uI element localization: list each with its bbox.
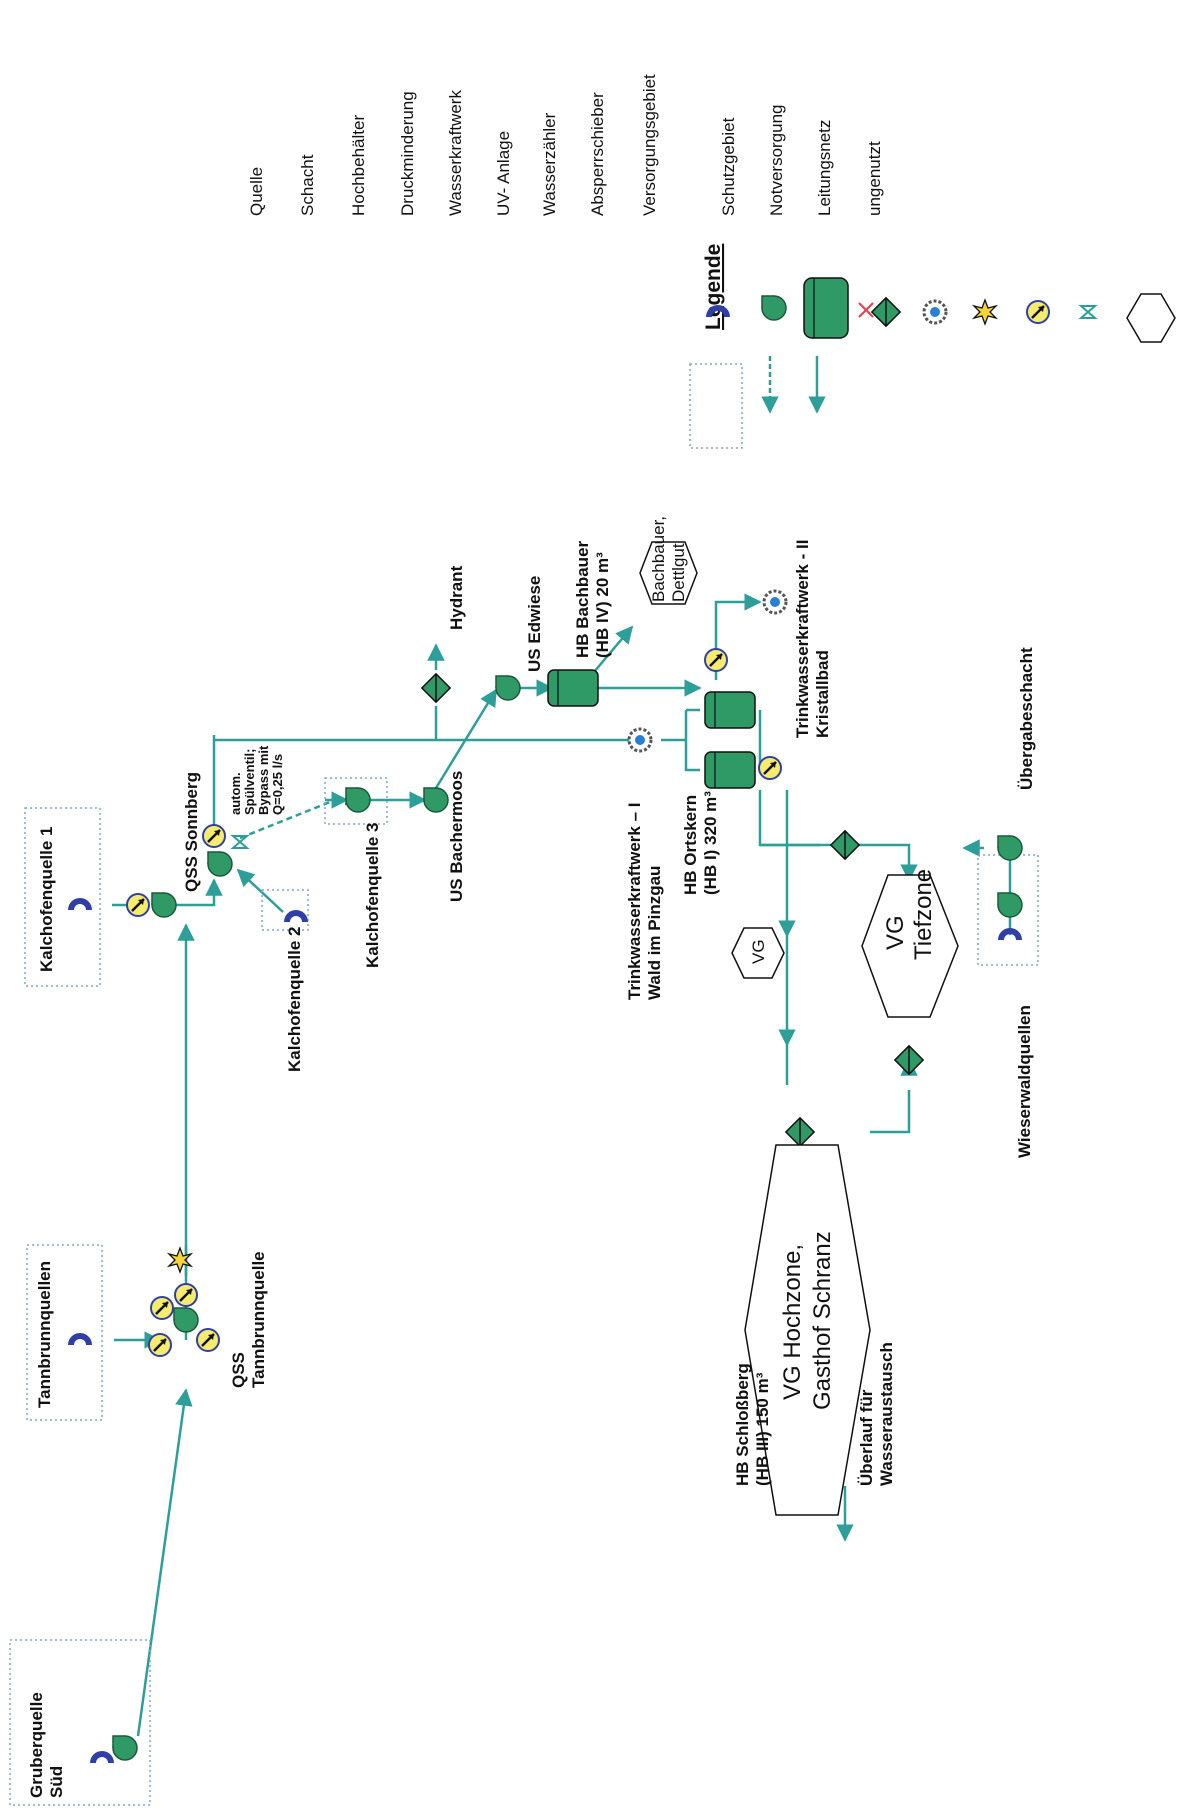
protection-zones	[9, 777, 1039, 1806]
zone-gruberquelle	[9, 1639, 151, 1806]
shutoff-valve-icon	[230, 835, 250, 849]
supply-area-bachbauer	[639, 541, 698, 605]
shaft-icon	[761, 295, 787, 321]
label-vg-hochzone: VG Hochzone,Gasthof Schranz	[779, 1231, 836, 1410]
label-tannbrunnquellen: Tannbrunnquellen	[35, 1261, 54, 1408]
label-spuelventil: autom.Spülventil;Bypass mitQ=0,25 l/s	[228, 745, 285, 815]
water-meter-icon	[703, 647, 729, 673]
pressure-reducer-icon	[830, 830, 860, 860]
source-icon	[90, 1751, 114, 1763]
hydro-plant-icon	[922, 299, 948, 325]
symbols	[68, 589, 1023, 1763]
legend: Legende Quelle Schacht Hochbehälter Druc…	[247, 74, 1176, 449]
shaft-icon	[997, 892, 1023, 918]
supply-area-vg-small	[731, 927, 785, 979]
shaft-icon	[173, 1307, 199, 1333]
legend-label: Druckminderung	[398, 91, 417, 216]
water-meter-icon	[757, 755, 783, 781]
pressure-reducer-icon	[421, 673, 451, 703]
label-kalchofenquelle-1: Kalchofenquelle 1	[37, 827, 56, 972]
label-ueberlauf: Überlauf fürWasseraustausch	[857, 1342, 896, 1486]
label-qss-sonnberg: QSS Sonnberg	[182, 772, 201, 892]
label-qss-tannbrunnquelle: QSSTannbrunnquelle	[229, 1251, 268, 1388]
label-vg-bachbauer: Bachbauer,Dettlgut	[649, 516, 688, 602]
supply-areas	[639, 541, 959, 1516]
water-meter-icon	[201, 823, 227, 849]
legend-label: Absperrschieber	[588, 92, 607, 216]
source-icon	[68, 898, 92, 910]
pressure-reducer-icon	[894, 1045, 924, 1075]
label-kraftwerk-2: Trinkwasserkraftwerk - IIKristallbad	[793, 540, 832, 738]
label-us-bachermoos: US Bachermoos	[447, 771, 466, 902]
shaft-icon	[345, 787, 371, 813]
label-uebergabeschacht: Übergabeschacht	[1017, 647, 1036, 790]
supply-area-icon	[1126, 293, 1176, 343]
legend-title: Legende	[702, 244, 725, 330]
shaft-icon	[997, 835, 1023, 861]
shutoff-valve-icon	[1078, 305, 1098, 319]
hydro-plant-icon	[762, 589, 788, 615]
hydro-plant-icon	[627, 727, 653, 753]
label-kraftwerk-1: Trinkwasserkraftwerk – IWald im Pinzgau	[625, 802, 664, 1000]
tank-icon	[704, 691, 756, 729]
source-icon	[68, 1333, 92, 1345]
water-meter-icon	[125, 892, 151, 918]
uv-icon	[168, 1247, 192, 1273]
legend-label: Hochbehälter	[349, 115, 368, 216]
source-icon	[284, 910, 308, 922]
label-kalchofenquelle-3: Kalchofenquelle 3	[363, 823, 382, 968]
pressure-reducer-icon	[785, 1117, 815, 1147]
labels: GruberquelleSüd Tannbrunnquellen Kalchof…	[27, 516, 1036, 1798]
legend-label: Wasserkraftwerk	[446, 90, 465, 216]
zone-kalchofenquelle-2	[261, 889, 309, 931]
shaft-icon	[495, 675, 521, 701]
legend-label: Quelle	[247, 167, 266, 216]
label-kalchofenquelle-2: Kalchofenquelle 2	[285, 927, 304, 1072]
tank-icon	[704, 751, 756, 789]
label-vg-tiefzone: VGTiefzone	[882, 869, 937, 960]
shaft-icon	[423, 787, 449, 813]
legend-label: Versorgungsgebiet	[640, 74, 659, 216]
label-hydrant: Hydrant	[447, 565, 466, 630]
water-meter-icon	[149, 1295, 175, 1321]
zone-kalchofenquelle-1	[24, 807, 101, 987]
water-meter-icon	[173, 1282, 199, 1308]
label-hb-schlossberg: HB Schloßberg(HB III) 150 m³	[733, 1363, 772, 1486]
label-vg-small: VG	[749, 939, 768, 964]
supply-area-tiefzone	[861, 874, 959, 1018]
zone-kalchofenquelle-3	[324, 777, 388, 825]
legend-label: Notversorgung	[767, 104, 786, 216]
legend-label: Schacht	[298, 154, 317, 216]
shaft-icon	[112, 1735, 138, 1761]
legend-label: Wasserzähler	[540, 112, 559, 216]
legend-label: ungenutzt	[865, 141, 884, 216]
shaft-icon	[207, 851, 233, 877]
tank-icon	[547, 669, 599, 707]
pipe-network	[112, 593, 1012, 1737]
shaft-icon	[151, 892, 177, 918]
label-wieserwaldquellen: Wieserwaldquellen	[1015, 1005, 1034, 1158]
legend-label: Leitungsnetz	[815, 120, 834, 216]
label-hb-bachbauer: HB Bachbauer(HB IV) 20 m³	[573, 540, 612, 658]
label-us-edwiese: US Edwiese	[525, 576, 544, 672]
uv-icon	[973, 299, 997, 325]
legend-label: UV- Anlage	[494, 131, 513, 216]
water-meter-icon	[1025, 299, 1051, 325]
label-hb-ortskern: HB Ortskern(HB I) 320 m³	[681, 791, 720, 895]
pressure-reducer-icon	[871, 297, 901, 327]
supply-area-hochzone	[744, 1144, 871, 1516]
legend-labels: Quelle Schacht Hochbehälter Druckminderu…	[247, 74, 884, 216]
water-meter-icon	[147, 1332, 173, 1358]
unused-icon	[858, 302, 874, 318]
label-gruberquelle: GruberquelleSüd	[27, 1692, 66, 1798]
protection-zone-icon	[689, 363, 743, 449]
source-icon	[998, 928, 1022, 940]
legend-label: Schutzgebiet	[719, 117, 738, 216]
water-meter-icon	[195, 1327, 221, 1353]
tank-icon	[803, 277, 849, 339]
